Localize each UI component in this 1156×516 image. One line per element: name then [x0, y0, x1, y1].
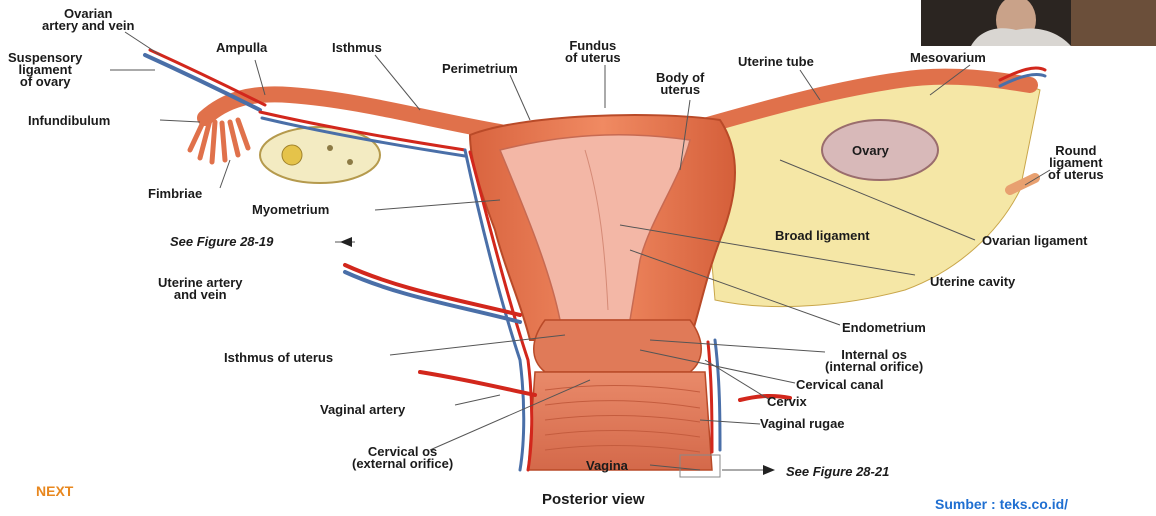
label-round-ligament: Round ligament of uterus: [1048, 145, 1104, 181]
label-fimbriae: Fimbriae: [148, 188, 202, 200]
label-broad-ligament: Broad ligament: [775, 230, 870, 242]
label-see-figure-28-21: See Figure 28-21: [786, 466, 889, 478]
label-isthmus: Isthmus: [332, 42, 382, 54]
label-ovarian-artery-vein: Ovarian artery and vein: [42, 8, 135, 32]
label-vaginal-artery: Vaginal artery: [320, 404, 405, 416]
label-isthmus-of-uterus: Isthmus of uterus: [224, 352, 333, 364]
label-ovary: Ovary: [852, 145, 889, 157]
label-suspensory-ligament: Suspensory ligament of ovary: [8, 52, 82, 88]
left-uterine-tube: [205, 94, 500, 132]
webcam-overlay: [921, 0, 1156, 46]
label-see-figure-28-19: See Figure 28-19: [170, 236, 273, 248]
label-cervical-os: Cervical os (external orifice): [352, 446, 453, 470]
label-internal-os: Internal os (internal orifice): [825, 349, 923, 373]
presenter-video: [921, 0, 1156, 46]
label-vaginal-rugae: Vaginal rugae: [760, 418, 845, 430]
label-cervical-canal: Cervical canal: [796, 379, 883, 391]
next-button[interactable]: NEXT: [36, 483, 73, 499]
label-ovarian-ligament: Ovarian ligament: [982, 235, 1087, 247]
label-ampulla: Ampulla: [216, 42, 267, 54]
diagram-subtitle: Posterior view: [542, 494, 645, 506]
label-perimetrium: Perimetrium: [442, 63, 518, 75]
left-ovary-shape: [260, 127, 380, 183]
label-body-of-uterus: Body of uterus: [656, 72, 704, 96]
label-myometrium: Myometrium: [252, 204, 329, 216]
fimbriae-shape: [190, 118, 248, 162]
label-vagina: Vagina: [586, 460, 628, 472]
label-mesovarium: Mesovarium: [910, 52, 986, 64]
label-endometrium: Endometrium: [842, 322, 926, 334]
label-uterine-tube: Uterine tube: [738, 56, 814, 68]
label-uterine-artery-vein: Uterine artery and vein: [158, 277, 243, 301]
cervix-shape: [534, 320, 702, 372]
label-uterine-cavity: Uterine cavity: [930, 276, 1015, 288]
label-cervix: Cervix: [767, 396, 807, 408]
label-infundibulum: Infundibulum: [28, 115, 110, 127]
source-credit: Sumber : teks.co.id/: [935, 496, 1068, 512]
label-fundus-of-uterus: Fundus of uterus: [565, 40, 621, 64]
